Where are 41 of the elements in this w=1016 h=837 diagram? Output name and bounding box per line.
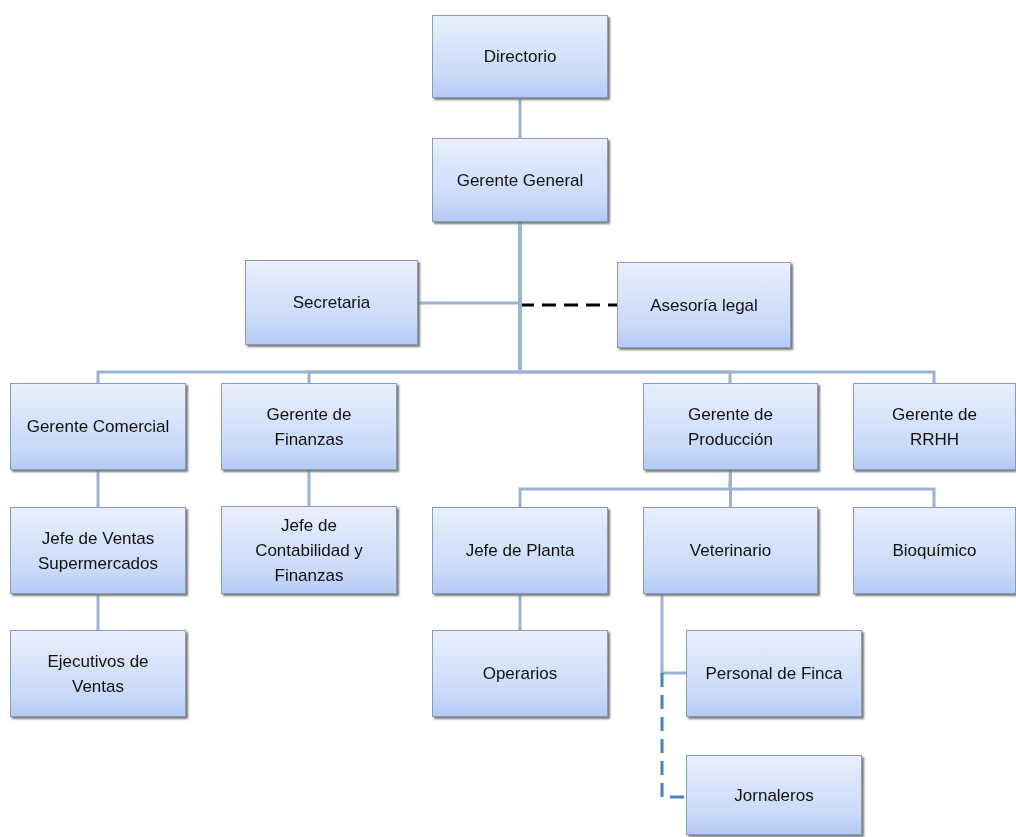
connector-line (307, 470, 311, 506)
position-title: Gerente Comercial (26, 416, 170, 438)
connector-line (660, 594, 686, 675)
position-title: Jefe de Planta (465, 540, 575, 562)
org-box (432, 630, 608, 717)
connector-line (728, 469, 936, 507)
position-title: Asesoría legal (650, 294, 758, 317)
org-box (643, 383, 818, 470)
position-title: Bioquímico (892, 540, 977, 562)
org-box (10, 383, 186, 470)
position-title: Jefe de Contabilidad y Finanzas (254, 514, 364, 587)
position-title: Jornaleros (734, 784, 814, 807)
connector-line (96, 470, 100, 507)
position-title: Ejecutivos de Ventas (46, 650, 150, 698)
position-title: Gerente de Producción (686, 403, 775, 451)
position-title: Jefe de Ventas Supermercados (37, 527, 159, 575)
position-title: Veterinario (689, 540, 772, 562)
org-box (221, 506, 397, 594)
org-box (10, 630, 186, 717)
connector-line (96, 594, 100, 630)
position-title: Operarios (482, 663, 558, 685)
position-title: Personal de Finca (705, 663, 843, 685)
org-box (643, 507, 818, 594)
org-box (853, 383, 1016, 470)
org-box (686, 630, 862, 717)
org-box (221, 383, 397, 470)
position-title: Gerente General (456, 169, 584, 192)
org-box (853, 507, 1016, 594)
position-title: Secretaria (292, 292, 371, 314)
org-box (432, 138, 608, 222)
connector-line (518, 98, 522, 138)
org-box (245, 260, 418, 345)
org-box (10, 507, 186, 594)
org-box (432, 507, 608, 594)
org-box (432, 15, 608, 98)
position-title: Gerente de Finanzas (265, 403, 353, 451)
org-box (686, 755, 862, 835)
connector-line (518, 594, 522, 630)
org-box (617, 262, 791, 348)
position-title: Gerente de RRHH (890, 403, 979, 451)
position-title: Directorio (483, 46, 557, 68)
